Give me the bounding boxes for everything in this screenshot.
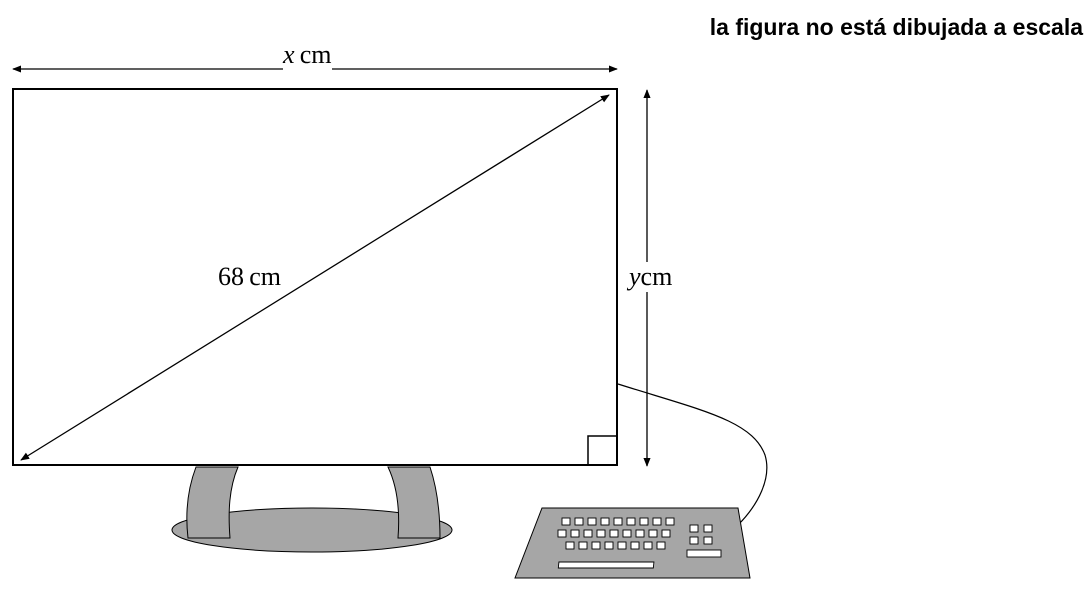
keyboard-key <box>609 529 619 538</box>
diagonal-unit: cm <box>249 262 281 291</box>
keyboard <box>514 507 751 579</box>
keyboard-key <box>613 517 623 526</box>
keyboard-key <box>596 529 606 538</box>
keyboard-key <box>583 529 593 538</box>
keyboard-key <box>689 536 699 545</box>
keyboard-key <box>648 529 658 538</box>
scale-note: la figura no está dibujada a escala <box>709 14 1083 40</box>
keyboard-key <box>656 541 666 550</box>
width-variable: x <box>283 40 295 69</box>
keyboard-key <box>626 517 636 526</box>
keyboard-key <box>587 517 597 526</box>
width-unit: cm <box>299 40 332 69</box>
stand-leg-left <box>186 466 239 539</box>
keyboard-key <box>643 541 653 550</box>
keyboard-key <box>661 529 671 538</box>
keyboard-key <box>652 517 662 526</box>
keyboard-key <box>665 517 675 526</box>
keyboard-key <box>574 517 584 526</box>
keyboard-key <box>604 541 614 550</box>
keyboard-enter-key <box>686 549 722 558</box>
stand-leg-right <box>387 466 441 539</box>
keyboard-key <box>703 536 713 545</box>
keyboard-key <box>565 541 575 550</box>
height-variable: y <box>629 262 641 291</box>
keyboard-key <box>703 524 713 533</box>
diagonal-label: 68 cm <box>218 262 281 292</box>
keyboard-cable <box>617 383 768 526</box>
keyboard-key <box>591 541 601 550</box>
stand-base <box>171 507 453 553</box>
diagonal-dimension-line <box>20 94 610 461</box>
keyboard-key <box>600 517 610 526</box>
diagonal-value: 68 <box>218 262 244 291</box>
keyboard-key <box>617 541 627 550</box>
keyboard-key <box>639 517 649 526</box>
keyboard-key <box>635 529 645 538</box>
height-label: ycm <box>627 262 675 292</box>
keyboard-key <box>578 541 588 550</box>
keyboard-spacebar <box>557 561 655 569</box>
keyboard-key <box>570 529 580 538</box>
width-label: x cm <box>283 40 332 70</box>
keyboard-key <box>689 524 699 533</box>
keyboard-key <box>561 517 571 526</box>
keyboard-keys <box>557 517 713 550</box>
height-unit: cm <box>640 262 673 291</box>
keyboard-key <box>630 541 640 550</box>
keyboard-key <box>557 529 567 538</box>
keyboard-key <box>622 529 632 538</box>
